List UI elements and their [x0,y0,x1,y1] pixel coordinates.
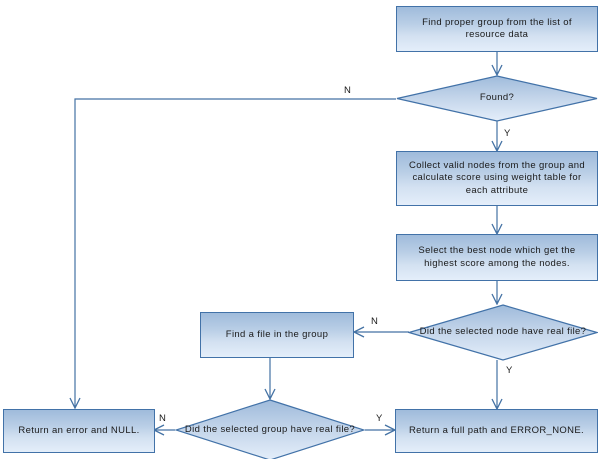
node-find-proper-group-label: Find proper group from the list of resou… [422,16,572,41]
node-select-best-node[interactable]: Select the best node which get the highe… [396,234,598,281]
node-collect-valid-nodes-label: Collect valid nodes from the group and c… [409,159,585,196]
node-return-success[interactable]: Return a full path and ERROR_NONE. [395,409,598,453]
node-found-decision-label: Found? [479,92,515,104]
node-group-has-real-file-decision[interactable]: Did the selected group have real file? [175,399,365,459]
diamond-shape-found [396,75,598,122]
node-found-decision[interactable]: Found? [396,75,598,122]
diamond-shape-node-real-file [408,304,598,361]
edge-label-node-no: N [371,316,379,327]
node-group-has-real-file-label: Did the selected group have real file? [184,423,356,435]
edge-label-found-no: N [344,85,352,96]
node-find-file-in-group-label: Find a file in the group [225,328,329,340]
edge-found-no-to-error [75,98,396,407]
node-return-success-label: Return a full path and ERROR_NONE. [408,424,585,436]
diamond-shape-group-real-file [175,399,365,459]
node-node-has-real-file-decision[interactable]: Did the selected node have real file? [408,304,598,361]
edge-label-node-yes: Y [506,365,513,376]
node-find-proper-group[interactable]: Find proper group from the list of resou… [396,6,598,52]
node-collect-valid-nodes[interactable]: Collect valid nodes from the group and c… [396,151,598,206]
edge-label-group-no: N [159,413,167,424]
edge-label-found-yes: Y [504,128,511,139]
node-return-error-label: Return an error and NULL. [18,424,140,436]
edge-label-group-yes: Y [376,413,383,424]
node-find-file-in-group[interactable]: Find a file in the group [200,312,354,358]
node-select-best-node-label: Select the best node which get the highe… [418,245,576,269]
node-node-has-real-file-label: Did the selected node have real file? [419,326,587,338]
node-return-error[interactable]: Return an error and NULL. [3,409,155,453]
